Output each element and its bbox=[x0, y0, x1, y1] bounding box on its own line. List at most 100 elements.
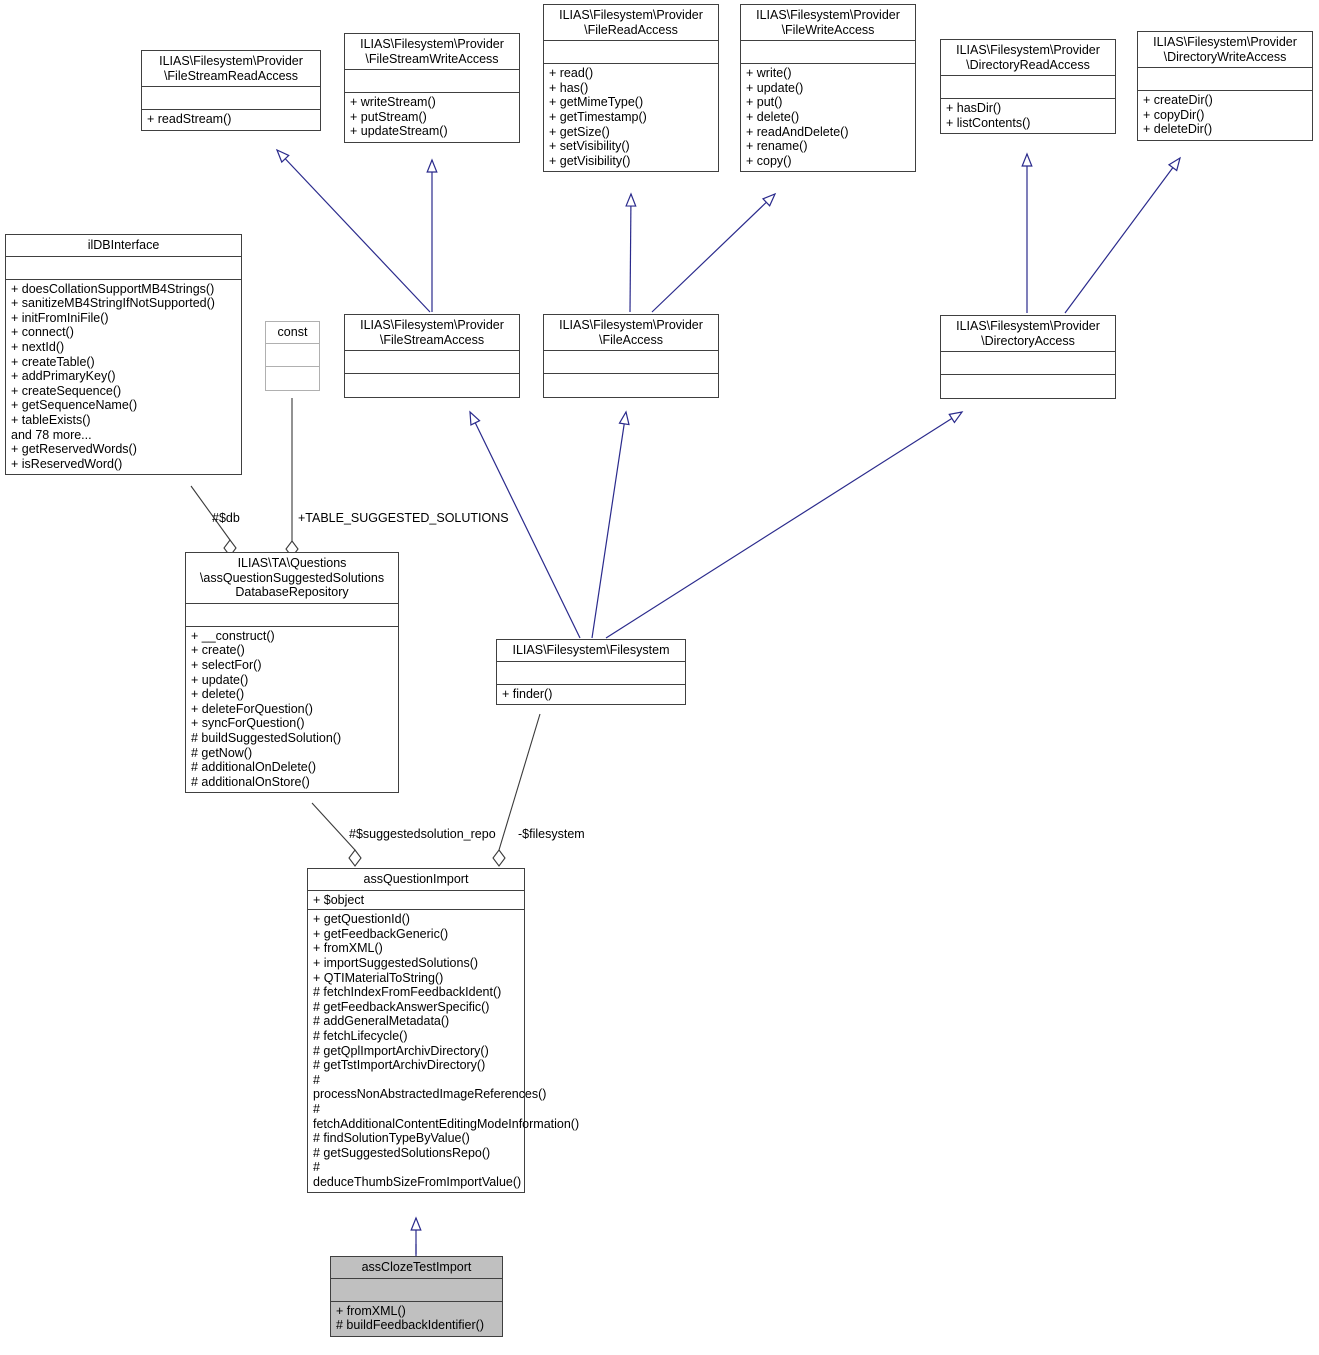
method-row: + createSequence() bbox=[11, 383, 122, 398]
method-row: + getFeedbackGeneric() bbox=[313, 926, 449, 941]
class-attributes bbox=[6, 255, 241, 279]
class-box-file-stream-write-access[interactable]: ILIAS\Filesystem\Provider \FileStreamWri… bbox=[344, 33, 520, 143]
method-row: + write() bbox=[746, 66, 792, 81]
method-row: and 78 more... bbox=[11, 427, 92, 442]
method-row: + hasDir() bbox=[946, 101, 1002, 116]
edge-label-suggestedsolution-repo: #$suggestedsolution_repo bbox=[349, 827, 496, 841]
class-box-file-write-access[interactable]: ILIAS\Filesystem\Provider \FileWriteAcce… bbox=[740, 4, 916, 173]
method-row: + delete() bbox=[191, 687, 245, 702]
method-row: + copyDir() bbox=[1143, 107, 1205, 122]
method-row: + syncForQuestion() bbox=[191, 716, 305, 731]
method-row: # additionalOnDelete() bbox=[191, 760, 317, 775]
method-row: + put() bbox=[746, 95, 783, 110]
method-row: + getSize() bbox=[549, 124, 610, 139]
method-row: + setVisibility() bbox=[549, 139, 630, 154]
class-box-database-repository[interactable]: ILIAS\TA\Questions \assQuestionSuggested… bbox=[185, 552, 399, 794]
class-attributes bbox=[266, 342, 319, 366]
class-attributes bbox=[345, 350, 519, 373]
class-box-file-access[interactable]: ILIAS\Filesystem\Provider \FileAccess bbox=[543, 314, 719, 399]
class-attributes bbox=[497, 660, 685, 684]
class-title: ILIAS\Filesystem\Provider \FileStreamWri… bbox=[360, 37, 504, 66]
method-row: # fetchAdditionalContentEditingModeInfor… bbox=[313, 1101, 580, 1131]
method-row: + listContents() bbox=[946, 115, 1031, 130]
class-title: ILIAS\Filesystem\Provider \FileAccess bbox=[559, 318, 703, 347]
method-row: # findSolutionTypeByValue() bbox=[313, 1131, 470, 1146]
method-row: + sanitizeMB4StringIfNotSupported() bbox=[11, 296, 215, 311]
class-box-const[interactable]: const bbox=[265, 321, 320, 391]
method-row: + writeStream() bbox=[350, 95, 436, 110]
class-methods: + doesCollationSupportMB4Strings() + san… bbox=[6, 278, 241, 475]
class-attributes bbox=[941, 75, 1115, 98]
method-row: # getTstImportArchivDirectory() bbox=[313, 1058, 486, 1073]
method-row: # buildSuggestedSolution() bbox=[191, 730, 342, 745]
class-methods bbox=[345, 373, 519, 397]
class-attributes bbox=[345, 69, 519, 92]
method-row: + copy() bbox=[746, 153, 792, 168]
class-box-file-read-access[interactable]: ILIAS\Filesystem\Provider \FileReadAcces… bbox=[543, 4, 719, 173]
method-row: + isReservedWord() bbox=[11, 456, 123, 471]
class-methods: + write() + update() + put() + delete() … bbox=[741, 63, 915, 171]
method-row: + update() bbox=[746, 80, 804, 95]
class-title: ILIAS\Filesystem\Provider \DirectoryRead… bbox=[956, 43, 1100, 72]
class-box-ass-question-import[interactable]: assQuestionImport + $object + getQuestio… bbox=[307, 868, 580, 1194]
class-attributes bbox=[941, 351, 1115, 374]
method-row: + importSuggestedSolutions() bbox=[313, 955, 479, 970]
class-box-file-stream-read-access[interactable]: ILIAS\Filesystem\Provider \FileStreamRea… bbox=[141, 50, 321, 131]
edge-label-db: #$db bbox=[212, 511, 240, 525]
class-box-file-stream-access[interactable]: ILIAS\Filesystem\Provider \FileStreamAcc… bbox=[344, 314, 520, 399]
edge-label-table-suggested-solutions: +TABLE_SUGGESTED_SOLUTIONS bbox=[298, 511, 509, 525]
class-methods: + __construct() + create() + selectFor()… bbox=[186, 625, 398, 793]
class-box-ildbinterface[interactable]: ilDBInterface + doesCollationSupportMB4S… bbox=[5, 234, 242, 476]
method-row: # fetchLifecycle() bbox=[313, 1028, 408, 1043]
method-row: + createTable() bbox=[11, 354, 95, 369]
method-row: # getFeedbackAnswerSpecific() bbox=[313, 999, 490, 1014]
class-title: assClozeTestImport bbox=[361, 1260, 472, 1274]
method-row: + readStream() bbox=[147, 112, 232, 127]
method-row: + rename() bbox=[746, 139, 808, 154]
class-methods: + hasDir() + listContents() bbox=[941, 98, 1115, 133]
class-box-directory-access[interactable]: ILIAS\Filesystem\Provider \DirectoryAcce… bbox=[940, 315, 1116, 400]
method-row: # deduceThumbSizeFromImportValue() bbox=[313, 1160, 522, 1189]
method-row: + getReservedWords() bbox=[11, 442, 137, 457]
method-row: + delete() bbox=[746, 109, 800, 124]
class-title: ilDBInterface bbox=[87, 238, 160, 252]
method-row: + create() bbox=[191, 643, 245, 658]
class-title: ILIAS\Filesystem\Provider \DirectoryWrit… bbox=[1153, 35, 1297, 64]
method-row: + has() bbox=[549, 80, 589, 95]
class-methods: + finder() bbox=[497, 683, 685, 705]
method-row: + deleteForQuestion() bbox=[191, 701, 313, 716]
class-box-ass-cloze-test-import[interactable]: assClozeTestImport + fromXML() # buildFe… bbox=[330, 1256, 503, 1337]
method-row: + fromXML() bbox=[313, 941, 383, 956]
method-row: + QTIMaterialToString() bbox=[313, 970, 444, 985]
method-row: + getMimeType() bbox=[549, 95, 644, 110]
method-row: # buildFeedbackIdentifier() bbox=[336, 1318, 484, 1333]
method-row: + getTimestamp() bbox=[549, 109, 647, 124]
edge-label-filesystem: -$filesystem bbox=[518, 827, 585, 841]
method-row: + update() bbox=[191, 672, 249, 687]
class-methods: + fromXML() # buildFeedbackIdentifier() bbox=[331, 1300, 502, 1336]
attribute-row: + $object bbox=[313, 892, 365, 907]
method-row: + finder() bbox=[502, 686, 553, 701]
method-row: # getSuggestedSolutionsRepo() bbox=[313, 1145, 491, 1160]
method-row: + readAndDelete() bbox=[746, 124, 849, 139]
method-row: + tableExists() bbox=[11, 412, 91, 427]
class-box-directory-read-access[interactable]: ILIAS\Filesystem\Provider \DirectoryRead… bbox=[940, 39, 1116, 135]
method-row: + nextId() bbox=[11, 339, 65, 354]
method-row: + selectFor() bbox=[191, 657, 262, 672]
class-methods bbox=[544, 373, 718, 397]
method-row: + fromXML() bbox=[336, 1303, 406, 1318]
method-row: # processNonAbstractedImageReferences() bbox=[313, 1072, 547, 1102]
method-row: + getVisibility() bbox=[549, 153, 631, 168]
method-row: + connect() bbox=[11, 325, 74, 340]
class-title: assQuestionImport bbox=[363, 872, 469, 886]
class-methods: + readStream() bbox=[142, 109, 320, 130]
class-attributes bbox=[142, 86, 320, 109]
class-title: const bbox=[277, 325, 308, 339]
class-methods bbox=[266, 365, 319, 390]
method-row: + putStream() bbox=[350, 109, 427, 124]
class-attributes bbox=[544, 350, 718, 373]
class-box-filesystem[interactable]: ILIAS\Filesystem\Filesystem + finder() bbox=[496, 639, 686, 706]
class-attributes bbox=[544, 40, 718, 63]
class-box-directory-write-access[interactable]: ILIAS\Filesystem\Provider \DirectoryWrit… bbox=[1137, 31, 1313, 141]
